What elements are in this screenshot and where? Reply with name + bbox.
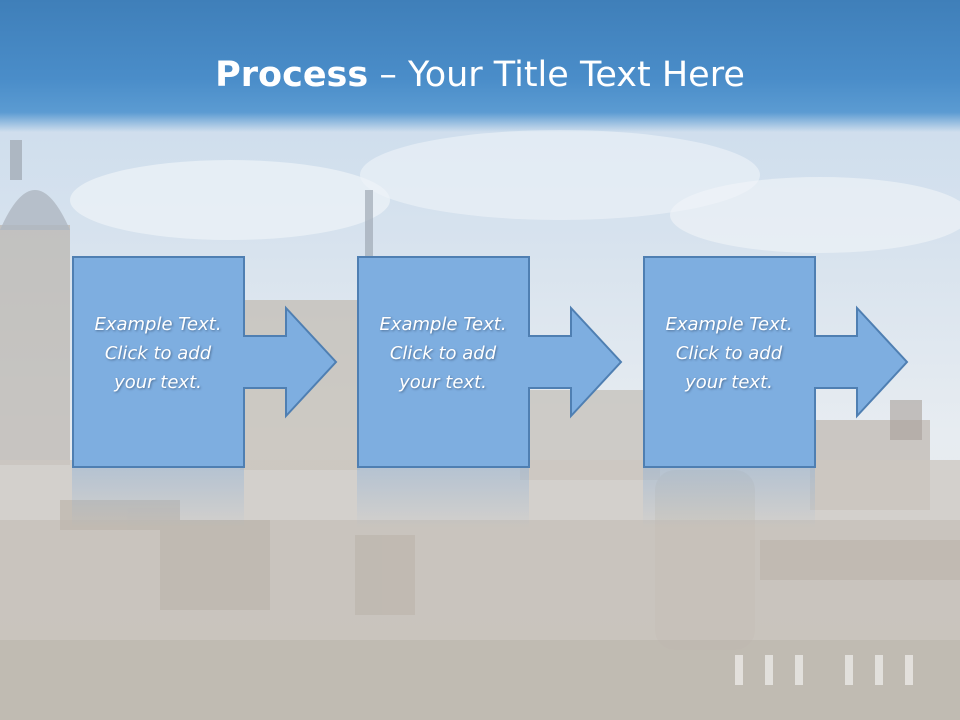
slide-title[interactable]: Process – Your Title Text Here (0, 52, 960, 98)
arrow-box-shape (72, 256, 338, 468)
step-1-text[interactable]: Example Text. Click to add your text. (72, 310, 244, 397)
step-text-line: your text. (685, 372, 773, 393)
step-text-line: your text. (114, 372, 202, 393)
step-3-text[interactable]: Example Text. Click to add your text. (643, 310, 815, 397)
arrow-box-shape (357, 256, 623, 468)
process-step-3[interactable]: Example Text. Click to add your text. (643, 256, 921, 468)
step-text-line: Example Text. (94, 314, 222, 335)
step-text-line: Click to add (104, 343, 212, 364)
step-text-line: your text. (399, 372, 487, 393)
step-2-reflection (357, 468, 529, 528)
arrow-box-shape (643, 256, 909, 468)
title-bar (0, 0, 960, 132)
title-bold-text: Process (215, 55, 369, 95)
step-text-line: Example Text. (665, 314, 793, 335)
step-1-reflection (72, 468, 244, 528)
step-text-line: Example Text. (379, 314, 507, 335)
step-2-text[interactable]: Example Text. Click to add your text. (357, 310, 529, 397)
process-step-2[interactable]: Example Text. Click to add your text. (357, 256, 635, 468)
step-text-line: Click to add (389, 343, 497, 364)
process-step-1[interactable]: Example Text. Click to add your text. (72, 256, 350, 468)
step-3-reflection (643, 468, 815, 528)
title-rest-text: – Your Title Text Here (368, 55, 745, 95)
step-text-line: Click to add (675, 343, 783, 364)
